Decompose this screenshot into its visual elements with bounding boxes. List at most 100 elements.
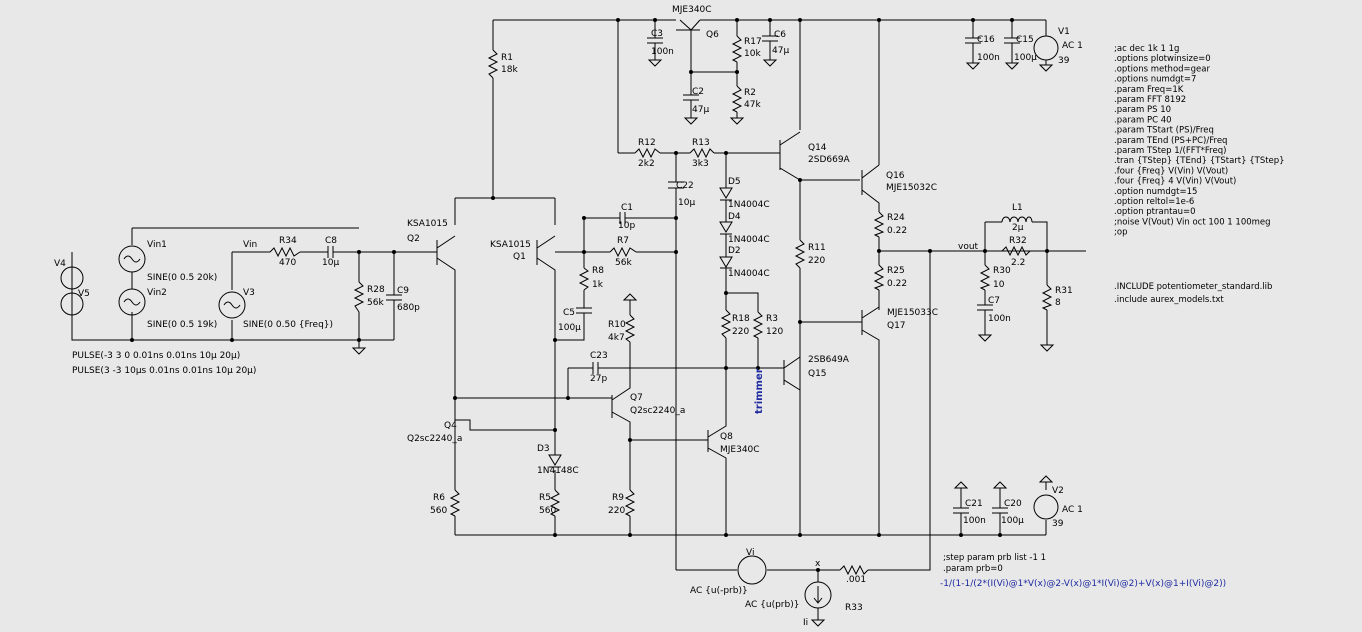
label-c23: C23 bbox=[590, 351, 608, 361]
directive-line: .four {Freq} 4 V(Vin) V(Vout) bbox=[1114, 177, 1236, 187]
label-c6: C6 bbox=[774, 30, 786, 40]
directive-line: .option numdgt=15 bbox=[1114, 187, 1197, 197]
label-r28: R28 bbox=[367, 285, 385, 295]
label-v1: V1 bbox=[1058, 27, 1070, 37]
label-c8: C8 bbox=[325, 236, 337, 246]
capacitor-c21 bbox=[953, 495, 969, 520]
label-r33: R33 bbox=[845, 603, 863, 613]
resistor-r6 bbox=[449, 489, 461, 517]
label-q15t: 2SB649A bbox=[808, 355, 850, 365]
label-v2v: 39 bbox=[1052, 519, 1064, 529]
label-r11: R11 bbox=[808, 243, 826, 253]
label-r1: R1 bbox=[501, 53, 513, 63]
label-r2v: 47k bbox=[744, 100, 761, 110]
resistor-r32 bbox=[1001, 245, 1031, 257]
capacitor-c16 bbox=[965, 37, 981, 63]
label-r12: R12 bbox=[638, 138, 656, 148]
resistor-r12 bbox=[634, 147, 661, 159]
label-q17: Q17 bbox=[887, 321, 906, 331]
label-c8v: 10µ bbox=[322, 258, 339, 268]
label-c2: C2 bbox=[692, 87, 704, 97]
label-q16: Q16 bbox=[886, 171, 905, 181]
label-c20: C20 bbox=[1004, 499, 1022, 509]
label-c5v: 100µ bbox=[558, 323, 581, 333]
component-labels: MJE340CC3100nQ6R1710kC647µC247µR247kR118… bbox=[54, 5, 1083, 628]
label-vi: Vi bbox=[746, 548, 754, 558]
directive-line: .options plotwinsize=0 bbox=[1114, 54, 1211, 64]
label-q4t: Q2sc2240_a bbox=[407, 434, 462, 444]
directive-line: .param TStep 1/(FFT*Freq) bbox=[1114, 146, 1226, 156]
label-r7: R7 bbox=[617, 236, 629, 246]
directive-line: .param FFT 8192 bbox=[1114, 95, 1186, 105]
label-c22: C22 bbox=[676, 181, 694, 191]
label-vin2s: SINE(0 0.5 19k) bbox=[147, 320, 217, 330]
label-c23v: 27p bbox=[590, 374, 607, 384]
label-q16t: MJE15032C bbox=[886, 183, 937, 193]
capacitor-c22 bbox=[668, 181, 684, 208]
directive-line: .options numdgt=7 bbox=[1114, 75, 1196, 85]
label-d4t: 1N4004C bbox=[728, 235, 770, 245]
capacitor-c9 bbox=[386, 294, 402, 305]
label-r25v: 0.22 bbox=[887, 279, 907, 289]
capacitor-c23 bbox=[590, 362, 605, 374]
label-d3t: 1N4148C bbox=[537, 466, 579, 476]
source-v3 bbox=[218, 291, 246, 319]
directive-line: .param Freq=1K bbox=[1114, 85, 1184, 95]
directive-line: .option reltol=1e-6 bbox=[1114, 197, 1194, 207]
label-v3: V3 bbox=[243, 288, 255, 298]
label-r34: R34 bbox=[279, 236, 297, 246]
source-ii bbox=[804, 581, 832, 609]
resistor-r34 bbox=[269, 246, 301, 258]
label-v1v: 39 bbox=[1058, 56, 1070, 66]
label-q7: Q7 bbox=[630, 393, 643, 403]
label-r30: R30 bbox=[993, 266, 1011, 276]
resistor-r30 bbox=[979, 264, 991, 291]
label-c16v: 100n bbox=[977, 53, 1000, 63]
resistor-r11 bbox=[794, 239, 806, 269]
label-q2t: KSA1015 bbox=[407, 219, 448, 229]
label-c22v: 10µ bbox=[678, 198, 695, 208]
label-mje340c-top: MJE340C bbox=[672, 5, 712, 15]
label-q4: Q4 bbox=[444, 421, 457, 431]
junction-dots bbox=[130, 18, 1049, 572]
label-l1v: 2µ bbox=[1012, 223, 1024, 233]
label-vin: Vin bbox=[243, 240, 257, 250]
resistor-r9 bbox=[624, 489, 636, 517]
label-q8t: MJE340C bbox=[720, 445, 760, 455]
resistor-r17 bbox=[731, 35, 743, 63]
label-r13: R13 bbox=[692, 138, 710, 148]
directive-line: ;step param prb list -1 1 bbox=[943, 553, 1046, 563]
label-r3: R3 bbox=[766, 314, 778, 324]
label-c9v: 680p bbox=[397, 303, 420, 313]
directive-line: ;ac dec 1k 1 1g bbox=[1114, 44, 1179, 54]
directive-line: .options method=gear bbox=[1114, 64, 1210, 74]
label-d2t: 1N4004C bbox=[728, 269, 770, 279]
diode-d4 bbox=[719, 221, 733, 235]
resistor-r5 bbox=[549, 489, 561, 517]
capacitor-c20 bbox=[992, 495, 1008, 520]
capacitor-c8 bbox=[320, 246, 340, 258]
label-q8: Q8 bbox=[720, 432, 733, 442]
capacitor-c7 bbox=[977, 304, 993, 325]
expression-text: -1/(1-1/(2*(I(Vi)@1*V(x)@2-V(x)@1*I(Vi)@… bbox=[940, 579, 1226, 589]
label-c15: C15 bbox=[1016, 35, 1034, 45]
label-r2: R2 bbox=[744, 88, 756, 98]
capacitor-c1 bbox=[610, 212, 640, 224]
label-viac: AC {u(-prb)} bbox=[690, 586, 748, 596]
source-v1 bbox=[1033, 35, 1059, 61]
label-c3: C3 bbox=[651, 29, 663, 39]
directive-line: .param PS 10 bbox=[1114, 105, 1171, 115]
label-pulse1: PULSE(-3 3 0 0.01ns 0.01ns 10µ 20µ) bbox=[72, 351, 240, 361]
label-q7t: Q2sc2240_a bbox=[630, 406, 685, 416]
label-r17: R17 bbox=[744, 37, 762, 47]
resistor-r33 bbox=[839, 564, 869, 576]
source-v2 bbox=[1033, 494, 1059, 520]
label-r6: R6 bbox=[433, 493, 445, 503]
voltage-sources bbox=[60, 35, 1059, 609]
resistor-r25 bbox=[873, 264, 885, 291]
label-d2: D2 bbox=[728, 246, 741, 256]
label-r18: R18 bbox=[732, 314, 750, 324]
